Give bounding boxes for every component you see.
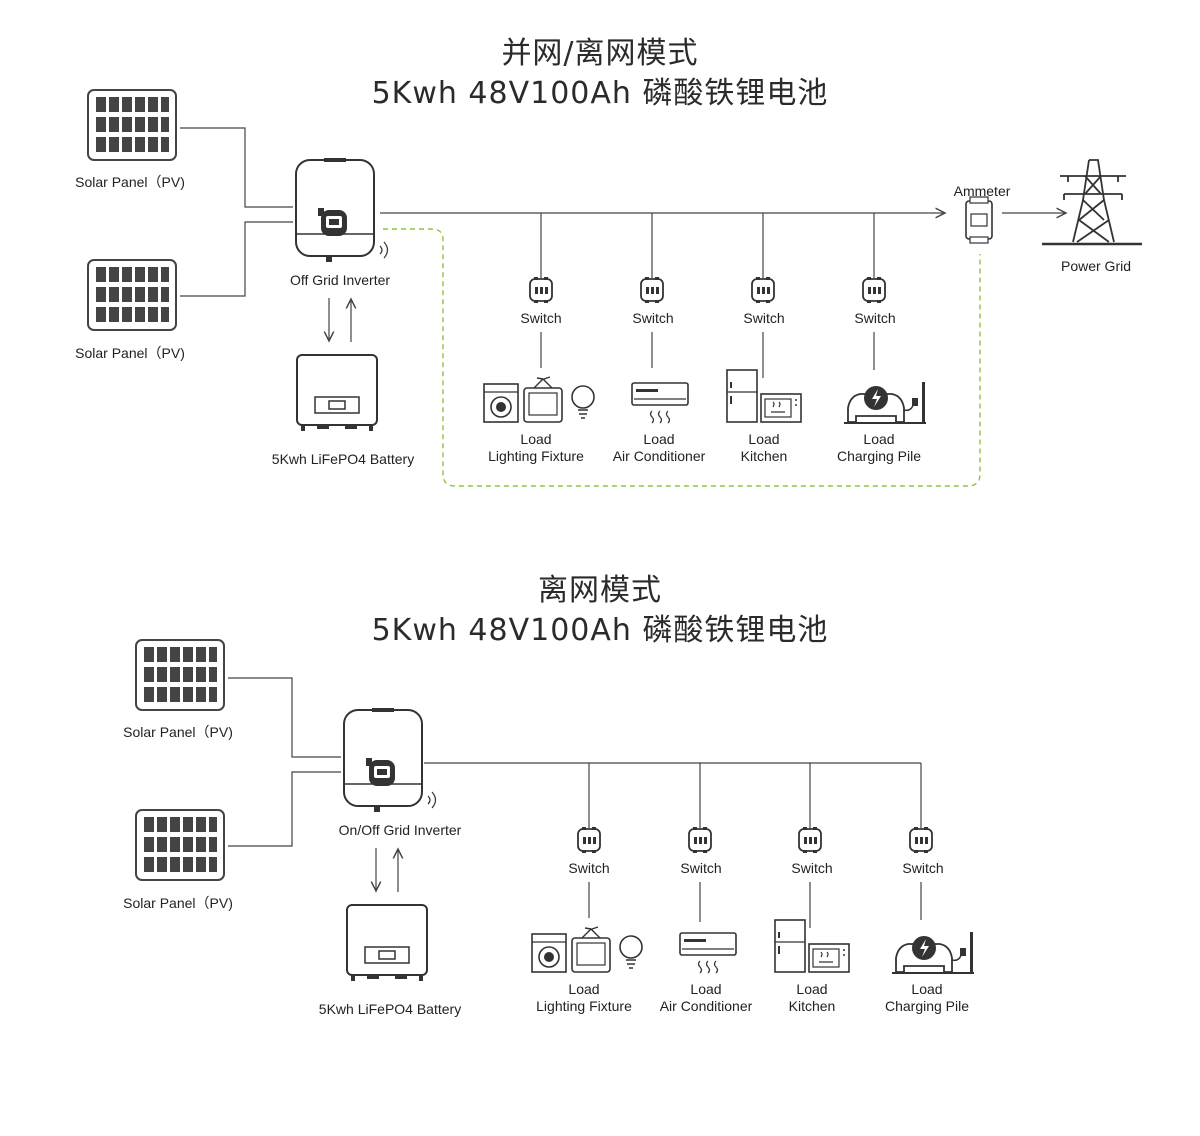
load-name: Air Conditioner: [612, 448, 706, 464]
section2-title: 离网模式: [538, 573, 662, 608]
power-tower-icon: [1042, 159, 1142, 246]
load-name: Charging Pile: [836, 448, 922, 464]
switch-icon: [577, 826, 601, 854]
air-conditioner-icon: [631, 382, 689, 424]
switch-icon: [909, 826, 933, 854]
load-title: Load: [748, 431, 780, 447]
load-name: Charging Pile: [884, 998, 970, 1014]
load-name: Kitchen: [788, 998, 836, 1014]
air-conditioner-icon: [679, 932, 737, 974]
switch-icon: [862, 276, 886, 304]
load-name: Lighting Fixture: [536, 998, 632, 1014]
ammeter-icon: [965, 196, 993, 244]
switch-label: Switch: [791, 860, 833, 876]
load-title: Load: [796, 981, 828, 997]
section1-subtitle: 5Kwh 48V100Ah 磷酸铁锂电池: [371, 76, 829, 111]
inverter-label: Off Grid Inverter: [289, 272, 391, 288]
solar-panel-icon: [135, 639, 225, 711]
battery-label: 5Kwh LiFePO4 Battery: [271, 451, 415, 467]
load-title: Load: [568, 981, 600, 997]
switch-icon: [798, 826, 822, 854]
battery-icon: [346, 904, 428, 982]
load-name: Lighting Fixture: [488, 448, 584, 464]
inverter-label: On/Off Grid Inverter: [338, 822, 462, 838]
section1-title: 并网/离网模式: [501, 36, 699, 71]
load-title: Load: [911, 981, 943, 997]
switch-icon: [751, 276, 775, 304]
battery-label: 5Kwh LiFePO4 Battery: [318, 1001, 462, 1017]
load-title: Load: [520, 431, 552, 447]
solar-panel-icon: [135, 809, 225, 881]
solar-panel-label: Solar Panel（PV): [123, 724, 233, 740]
inverter-icon: [343, 707, 437, 813]
charging-pile-icon: [843, 381, 927, 425]
switch-label: Switch: [568, 860, 610, 876]
kitchen-load-icon: [726, 369, 802, 423]
load-title: Load: [863, 431, 895, 447]
battery-icon: [296, 354, 378, 432]
power-grid-label: Power Grid: [1060, 258, 1132, 274]
switch-label: Switch: [902, 860, 944, 876]
load-title: Load: [643, 431, 675, 447]
section1-diagram: [87, 89, 1142, 487]
load-title: Load: [690, 981, 722, 997]
ammeter-label: Ammeter: [953, 183, 1011, 199]
load-name: Air Conditioner: [659, 998, 753, 1014]
switch-label: Switch: [743, 310, 785, 326]
solar-panel-icon: [87, 259, 177, 331]
switch-label: Switch: [520, 310, 562, 326]
kitchen-load-icon: [774, 919, 850, 973]
section2-diagram: [135, 639, 975, 982]
switch-icon: [640, 276, 664, 304]
switch-icon: [529, 276, 553, 304]
switch-icon: [688, 826, 712, 854]
solar-panel-label: Solar Panel（PV): [75, 174, 185, 190]
lighting-load-icon: [483, 376, 595, 423]
solar-panel-label: Solar Panel（PV): [123, 895, 233, 911]
switch-label: Switch: [680, 860, 722, 876]
lighting-load-icon: [531, 926, 643, 973]
inverter-icon: [295, 157, 389, 263]
section2-subtitle: 5Kwh 48V100Ah 磷酸铁锂电池: [371, 613, 829, 648]
solar-panel-label: Solar Panel（PV): [75, 345, 185, 361]
load-name: Kitchen: [740, 448, 788, 464]
switch-label: Switch: [632, 310, 674, 326]
charging-pile-icon: [891, 931, 975, 975]
grid-tie-link: [383, 228, 981, 487]
solar-panel-icon: [87, 89, 177, 161]
switch-label: Switch: [854, 310, 896, 326]
